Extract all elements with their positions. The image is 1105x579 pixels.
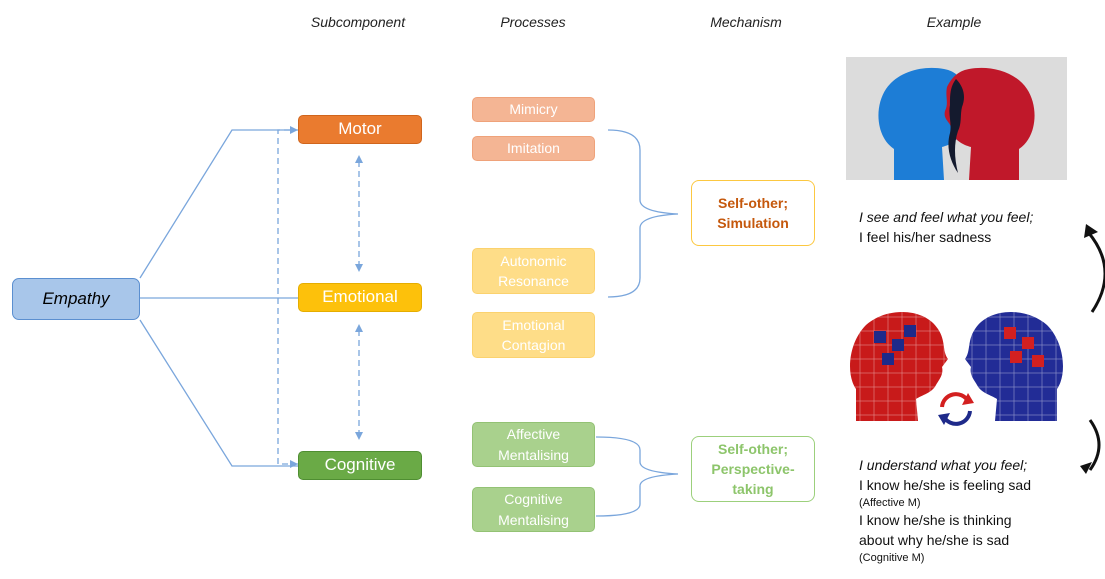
mechanism-label: Perspective- [711,460,795,477]
arrowhead-cognitive-down [355,432,363,440]
example-note: (Cognitive M) [859,552,925,565]
process-label: Cognitive [504,491,563,508]
bracket-perspective [595,436,679,517]
dashed-feedback-line [277,129,298,465]
process-mimicry: Mimicry [472,97,595,122]
refresh-arrows-icon [938,392,974,426]
empathy-node: Empathy [12,278,140,320]
arrowhead-emotional-down [355,264,363,272]
arrowhead-motor-up [355,155,363,163]
example-note: (Affective M) [859,496,921,509]
header-processes: Processes [500,14,566,30]
process-label: Mentalising [498,511,569,528]
mechanism-label: Self-other; [718,194,788,211]
process-label: Contagion [501,337,566,353]
example-line: I feel his/her sadness [859,228,992,245]
header-mechanism: Mechanism [710,14,782,30]
example-line: I understand what you feel; [859,457,1028,473]
example-note-text: Affective M [862,496,917,509]
two-heads-profile-icon [846,57,1067,180]
arrowhead-feedback-top [290,126,298,134]
mechanism-simulation: Self-other; Simulation [691,180,815,246]
emotional-node: Emotional [298,283,422,312]
example-note-text: Cognitive M [862,552,921,565]
link-empathy-cognitive [139,319,298,467]
arrowhead-emotional-up [355,324,363,332]
curved-arrow-icon [1088,419,1101,471]
header-subcomponent: Subcomponent [310,14,406,30]
example-line: I know he/she is feeling sad [859,476,1031,493]
link-empathy-motor [139,129,298,279]
process-label: Affective [506,426,561,443]
process-label: Emotional [502,316,565,333]
process-label: Autonomic [500,252,567,269]
example-perspective-text: I understand what you feel; I know he/sh… [859,456,1031,567]
mechanism-label: Self-other; [718,440,788,457]
puzzle-heads-icon [846,303,1067,426]
example-line: about why he/she is sad [859,532,1010,549]
cognitive-node: Cognitive [298,451,422,480]
example-simulation-text: I see and feel what you feel; I feel his… [859,208,1033,248]
process-label: Resonance [498,273,569,289]
header-example: Example [926,14,982,30]
example-line: I see and feel what you feel; [859,209,1034,225]
curved-arrow-icon [1086,231,1105,313]
example-line: I know he/she is thinking [859,512,1012,529]
arrowhead-bottom-icon [1080,462,1092,474]
mechanism-perspective-taking: Self-other; Perspective- taking [691,436,815,502]
process-label: Mentalising [498,446,569,463]
arrowhead-feedback-bottom [290,460,298,468]
bracket-simulation [607,129,679,298]
motor-node: Motor [298,115,422,144]
mechanism-label: taking [732,481,774,498]
process-imitation: Imitation [472,136,595,161]
arrowhead-top-icon [1084,224,1098,238]
mechanism-label: Simulation [717,215,789,231]
